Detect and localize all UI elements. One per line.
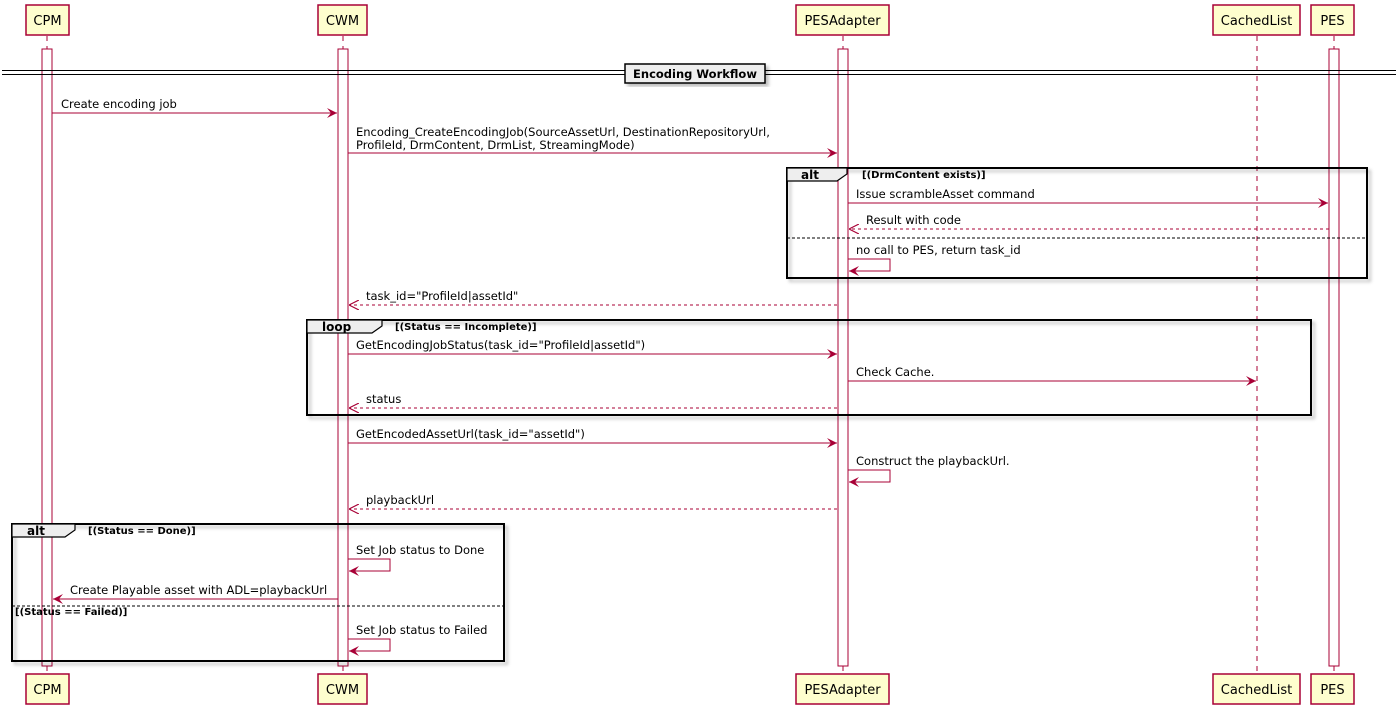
fragment-alt-status: alt [(Status == Done)] [(Status == Faile… bbox=[11, 523, 505, 662]
participant-cpm[interactable]: CPM bbox=[25, 4, 70, 36]
message-label: Check Cache. bbox=[856, 365, 934, 379]
message-label-line2: ProfileId, DrmContent, DrmList, Streamin… bbox=[356, 138, 635, 152]
participant-cpm-bottom[interactable]: CPM bbox=[25, 673, 70, 705]
fragment-alt-status-else-guard: [(Status == Failed)] bbox=[15, 607, 127, 618]
participant-pesadapter[interactable]: PESAdapter bbox=[795, 4, 890, 36]
message-label: task_id="ProfileId|assetId" bbox=[366, 289, 518, 303]
message-create-encoding-job-call: Encoding_CreateEncodingJob(SourceAssetUr… bbox=[348, 125, 837, 158]
messages: Create encoding job Encoding_CreateEncod… bbox=[52, 97, 1329, 656]
participant-cwm[interactable]: CWM bbox=[317, 4, 368, 36]
message-label: Construct the playbackUrl. bbox=[856, 454, 1010, 468]
fragment-alt-status-keyword: alt bbox=[27, 524, 45, 538]
message-result-with-code: Result with code bbox=[849, 213, 1329, 229]
message-label: Result with code bbox=[866, 213, 961, 227]
participant-label-pesadapter: PESAdapter bbox=[804, 14, 881, 29]
message-label: Create encoding job bbox=[61, 97, 177, 111]
participant-cwm-bottom[interactable]: CWM bbox=[317, 673, 368, 705]
fragment-loop-keyword: loop bbox=[322, 320, 352, 334]
message-create-playable-asset: Create Playable asset with ADL=playbackU… bbox=[53, 583, 338, 604]
participant-label-pes: PES bbox=[1320, 14, 1344, 29]
fragment-alt-drm-keyword: alt bbox=[801, 168, 819, 182]
activation-cpm bbox=[41, 48, 53, 667]
message-task-id-return: task_id="ProfileId|assetId" bbox=[349, 289, 837, 305]
message-set-job-done: Set Job status to Done bbox=[348, 543, 484, 576]
participants-bottom: CPM CWM PESAdapter CachedList PES bbox=[25, 673, 1355, 705]
message-set-job-failed: Set Job status to Failed bbox=[348, 623, 488, 656]
message-label: Issue scrambleAsset command bbox=[856, 187, 1035, 201]
message-label: GetEncodedAssetUrl(task_id="assetId") bbox=[356, 427, 585, 441]
fragment-loop-status: loop [(Status == Incomplete)] bbox=[306, 319, 1312, 416]
message-label: no call to PES, return task_id bbox=[856, 243, 1021, 257]
participant-cachedlist-bottom[interactable]: CachedList bbox=[1212, 673, 1301, 705]
message-label: Set Job status to Done bbox=[356, 543, 484, 557]
message-playback-url-return: playbackUrl bbox=[349, 493, 837, 509]
activation-cwm bbox=[337, 48, 349, 667]
message-get-encoded-asset-url: GetEncodedAssetUrl(task_id="assetId") bbox=[348, 427, 837, 448]
message-construct-playback-url: Construct the playbackUrl. bbox=[848, 454, 1010, 487]
message-label: Create Playable asset with ADL=playbackU… bbox=[70, 583, 327, 597]
participant-pes[interactable]: PES bbox=[1310, 4, 1355, 36]
participant-label-cachedlist-bottom: CachedList bbox=[1221, 683, 1292, 698]
divider-label: Encoding Workflow bbox=[633, 67, 757, 81]
participant-label-cwm: CWM bbox=[326, 14, 359, 29]
divider-encoding-workflow: Encoding Workflow bbox=[2, 63, 1396, 84]
fragment-alt-drm-guard: [(DrmContent exists)] bbox=[862, 170, 986, 181]
message-label-line1: Encoding_CreateEncodingJob(SourceAssetUr… bbox=[356, 125, 770, 139]
participant-label-pesadapter-bottom: PESAdapter bbox=[804, 683, 881, 698]
activation-pes bbox=[1328, 48, 1340, 667]
fragment-alt-status-guard: [(Status == Done)] bbox=[88, 526, 196, 537]
message-label: GetEncodingJobStatus(task_id="ProfileId|… bbox=[356, 338, 645, 352]
message-label: status bbox=[366, 392, 401, 406]
fragment-alt-drm: alt [(DrmContent exists)] bbox=[786, 167, 1368, 279]
participant-label-cachedlist: CachedList bbox=[1221, 14, 1292, 29]
message-check-cache: Check Cache. bbox=[848, 365, 1256, 386]
activation-pesadapter bbox=[837, 48, 849, 667]
participants-top: CPM CWM PESAdapter CachedList PES bbox=[25, 4, 1355, 36]
participant-pes-bottom[interactable]: PES bbox=[1310, 673, 1355, 705]
participant-pesadapter-bottom[interactable]: PESAdapter bbox=[795, 673, 890, 705]
message-get-encoding-job-status: GetEncodingJobStatus(task_id="ProfileId|… bbox=[348, 338, 837, 359]
message-status-return: status bbox=[349, 392, 837, 408]
message-create-encoding-job: Create encoding job bbox=[52, 97, 337, 118]
message-no-call-to-pes: no call to PES, return task_id bbox=[848, 243, 1021, 276]
activation-bars bbox=[41, 48, 1340, 667]
fragment-loop-guard: [(Status == Incomplete)] bbox=[395, 322, 537, 333]
message-label: Set Job status to Failed bbox=[356, 623, 488, 637]
participant-cachedlist[interactable]: CachedList bbox=[1212, 4, 1301, 36]
message-issue-scramble: Issue scrambleAsset command bbox=[848, 187, 1328, 208]
participant-label-cpm-bottom: CPM bbox=[33, 683, 61, 698]
participant-label-cwm-bottom: CWM bbox=[326, 683, 359, 698]
participant-label-pes-bottom: PES bbox=[1320, 683, 1344, 698]
participant-label-cpm: CPM bbox=[33, 14, 61, 29]
message-label: playbackUrl bbox=[366, 493, 434, 507]
